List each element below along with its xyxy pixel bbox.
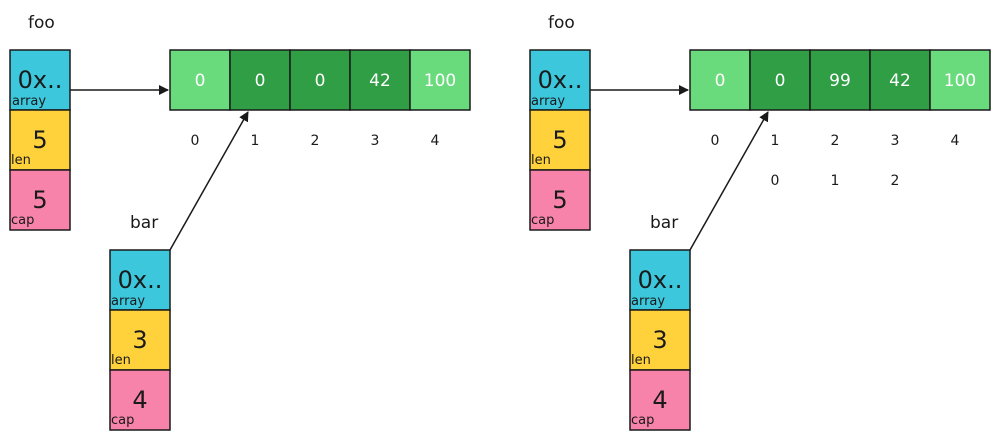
left-index-1: 1 — [251, 133, 260, 149]
right-array-value-1: 0 — [775, 71, 786, 91]
left-array-value-3: 42 — [369, 71, 391, 91]
left-foo-name: foo — [28, 13, 55, 33]
left-foo-cap-value: 5 — [32, 186, 47, 214]
left-bar-name: bar — [130, 213, 158, 233]
left-bar-len-label: len — [111, 353, 131, 368]
left-bar-pointer-arrow — [169, 111, 249, 251]
right-foo-len-cell — [529, 109, 591, 171]
left-foo-len-label: len — [11, 153, 31, 168]
left-bar-header: 0x.. array 3 len 4 cap — [109, 249, 171, 431]
left-bar-array-value: 0x.. — [118, 266, 163, 294]
right-array-value-2: 99 — [829, 71, 851, 91]
right-backing-array: 0 0 99 42 100 0 1 2 3 4 0 1 2 — [689, 49, 991, 189]
left-backing-array: 0 0 0 42 100 0 1 2 3 4 — [169, 49, 471, 149]
right-index-2: 2 — [831, 133, 840, 149]
right-array-cell-3 — [869, 49, 931, 111]
left-bar-cap-cell — [109, 369, 171, 431]
left-index-0: 0 — [191, 133, 200, 149]
left-bar-len-value: 3 — [132, 326, 147, 354]
right-foo-cap-cell — [529, 169, 591, 231]
right-bar-index-0: 0 — [771, 173, 780, 189]
left-foo-header: 0x.. array 5 len 5 cap — [9, 49, 71, 231]
right-array-value-4: 100 — [944, 71, 976, 91]
left-bar-array-label: array — [111, 294, 145, 309]
right-foo-len-value: 5 — [552, 126, 567, 154]
right-foo-cap-label: cap — [531, 213, 554, 228]
right-array-value-3: 42 — [889, 71, 911, 91]
right-index-1: 1 — [771, 133, 780, 149]
left-bar-len-cell — [109, 309, 171, 371]
left-bar-cap-value: 4 — [132, 386, 147, 414]
right-foo-array-label: array — [531, 94, 565, 109]
right-foo-header: 0x.. array 5 len 5 cap — [529, 49, 591, 231]
left-array-value-0: 0 — [195, 71, 206, 91]
left-array-value-2: 0 — [315, 71, 326, 91]
right-array-cell-4 — [929, 49, 991, 111]
left-array-cell-4 — [409, 49, 471, 111]
left-index-3: 3 — [371, 133, 380, 149]
left-bar-cap-label: cap — [111, 413, 134, 428]
right-bar-array-value: 0x.. — [638, 266, 683, 294]
right-bar-index-1: 1 — [831, 173, 840, 189]
right-bar-cap-value: 4 — [652, 386, 667, 414]
left-foo-cap-cell — [9, 169, 71, 231]
right-index-3: 3 — [891, 133, 900, 149]
right-bar-cap-cell — [629, 369, 691, 431]
left-array-value-4: 100 — [424, 71, 456, 91]
right-array-value-0: 0 — [715, 71, 726, 91]
right-bar-array-label: array — [631, 294, 665, 309]
right-bar-index-2: 2 — [891, 173, 900, 189]
right-foo-name: foo — [548, 13, 575, 33]
right-bar-cap-label: cap — [631, 413, 654, 428]
right-array-cell-2 — [809, 49, 871, 111]
left-foo-len-value: 5 — [32, 126, 47, 154]
left-foo-len-cell — [9, 109, 71, 171]
left-array-cell-2 — [289, 49, 351, 111]
left-foo-array-value: 0x.. — [18, 66, 63, 94]
right-diagram: foo 0x.. array 5 len 5 cap 0 0 99 42 100… — [529, 13, 991, 431]
left-array-cell-1 — [229, 49, 291, 111]
left-foo-array-label: array — [12, 94, 46, 109]
right-bar-name: bar — [650, 213, 678, 233]
right-foo-array-cell — [529, 49, 591, 111]
right-array-cell-1 — [749, 49, 811, 111]
right-index-0: 0 — [711, 133, 720, 149]
right-bar-pointer-arrow — [689, 111, 769, 251]
right-bar-len-label: len — [631, 353, 651, 368]
right-index-4: 4 — [951, 133, 960, 149]
left-diagram: foo 0x.. array 5 len 5 cap 0 0 0 42 100 … — [9, 13, 471, 431]
left-foo-cap-label: cap — [11, 213, 34, 228]
right-bar-header: 0x.. array 3 len 4 cap — [629, 249, 691, 431]
left-index-2: 2 — [311, 133, 320, 149]
right-foo-array-value: 0x.. — [538, 66, 583, 94]
left-foo-array-cell — [9, 49, 71, 111]
right-foo-len-label: len — [531, 153, 551, 168]
left-array-value-1: 0 — [255, 71, 266, 91]
right-bar-len-value: 3 — [652, 326, 667, 354]
left-index-4: 4 — [431, 133, 440, 149]
right-foo-cap-value: 5 — [552, 186, 567, 214]
right-array-cell-0 — [689, 49, 751, 111]
left-array-cell-3 — [349, 49, 411, 111]
